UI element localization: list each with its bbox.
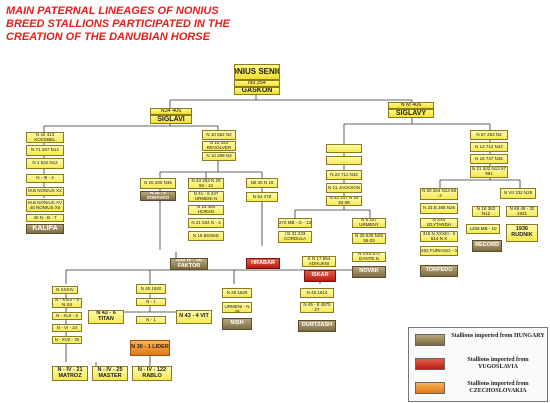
node-r13: 1259 MB - 10: [466, 224, 500, 234]
node-l1: N 42 413 KOCEBEL: [26, 132, 64, 143]
node-master: N - IV - 25 MASTER: [92, 366, 128, 381]
node-durtzash: DURTZASH: [298, 320, 336, 332]
node-r12: N 65 48 - 32 1921: [506, 206, 538, 217]
node-hrabar: HRABAR: [246, 258, 280, 269]
node-m-blank1: [326, 144, 362, 153]
node-m3: N 42 247 N 16 83 08: [326, 196, 362, 206]
node-r9: 402 FURIOSO - 4: [420, 246, 458, 256]
node-m8: N XXII 572 DANTE N: [352, 252, 386, 262]
node-b14: N 45 - 8 4575 27: [300, 302, 334, 313]
node-m9: K N 17 554 ADHUKNI: [302, 256, 336, 267]
node-r11: N 18 363 N12: [472, 206, 500, 217]
node-r4: N 21 532 N13 87 991: [470, 166, 508, 178]
node-b2: N - XXIV - 9 N XII: [52, 298, 82, 308]
center-branch-connector: [159, 160, 263, 178]
node-l4: N - III - 4: [26, 174, 64, 183]
node-n34-406: N34 406: [150, 108, 192, 115]
node-b7: N - 1: [136, 298, 166, 306]
node-m6: N 5 337 URMENY: [352, 218, 386, 228]
node-m5: I N 31 233 CORDULA: [278, 231, 312, 243]
root-connector: [169, 94, 413, 110]
node-kalifa: KALIFA: [26, 224, 64, 234]
node-c8: N 21 534 N - 3: [188, 218, 224, 228]
node-matroz: N - IV - 21 MATROZ: [52, 366, 88, 381]
siglavy-connector: [343, 118, 491, 130]
node-iskar: ISKAR: [304, 270, 336, 282]
node-c2: N 15 183 REVOLVER: [202, 141, 236, 151]
node-r3: N 16 747 N35: [470, 154, 508, 164]
node-b9: N - 1: [136, 316, 166, 324]
node-b1: N XXXIV: [52, 286, 78, 294]
node-c3: N 10 268 N3: [202, 152, 236, 161]
node-b12: N 39 URMENI - N 29: [222, 302, 252, 313]
legend-label-yugoslavia: Stallions imported from YUGOSLAVIA: [467, 357, 529, 370]
node-l3: N 1 532 N12: [26, 158, 64, 169]
diagram-title: MAIN PATERNAL LINEAGES OF NONIUS BREED S…: [6, 5, 266, 44]
node-n354: N9 354: [234, 80, 280, 87]
node-c5: N 43 263 N 29 50 - 12: [188, 178, 224, 189]
node-siglavy-right: SIGLAVY: [388, 109, 434, 118]
node-gaskon: GASKON: [234, 87, 280, 95]
title-line-2: BREED STALLIONS PARTICIPATED IN THE: [6, 18, 230, 30]
node-c10: N8 30 N 16: [246, 178, 278, 188]
node-c11: N 54 479: [246, 192, 278, 202]
node-record: RECORD: [472, 240, 502, 252]
node-l6: M.B NONIUS XV 40 NONIUS XII: [26, 199, 64, 212]
node-l5: M.B NONIUS XX: [26, 187, 64, 196]
legend-swatch-hungary: [415, 334, 445, 346]
title-line-3: CREATION OF THE DANUBIAN HORSE: [6, 31, 210, 43]
node-c9: N 15 BOSKE: [188, 231, 224, 241]
node-titan: N 43 - 6 TITAN: [88, 310, 124, 324]
node-vit: N 43 - 4 VIT: [176, 310, 212, 324]
node-rudnik: 1936 RUDNIK: [506, 224, 538, 242]
node-l7: 40 N - B - 7: [26, 214, 64, 222]
node-lider: N 30 - 1 LIDER: [130, 340, 170, 356]
legend-swatch-yugoslavia: [415, 358, 445, 370]
node-b11: N 28 1929: [222, 288, 252, 298]
node-c4: N 26 280 N36: [140, 178, 176, 189]
node-siglavi-left: SIGLAVI: [150, 115, 192, 124]
node-r10: N VII 332 N29: [500, 188, 536, 199]
node-b5: N - XVII - 30: [52, 336, 82, 344]
node-r6: N 33 B 388 N28: [420, 203, 458, 214]
node-m4: 270 MB - G - 13: [278, 218, 312, 228]
node-c7: N 15 464 HORAN: [188, 205, 224, 215]
legend: Stallions imported from HUNGARY Stallion…: [408, 327, 548, 402]
node-m1: N 24 711 N42: [326, 170, 362, 180]
legend-label-hungary: Stallions imported from HUNGARY: [451, 333, 545, 339]
node-m7: N 25 545 N29 59 03: [352, 233, 386, 244]
node-b3: N - XLII - 8: [52, 312, 82, 320]
node-l2: N 71 287 N12: [26, 145, 64, 156]
node-novak: NOVAK: [352, 266, 386, 278]
node-zoravko: N 29 - 6 ZORAVKO: [140, 191, 176, 201]
node-torpedo: TORPEDO: [420, 265, 458, 277]
legend-swatch-czechoslovakia: [415, 382, 445, 394]
node-m-blank2: [326, 156, 362, 165]
node-n406: N M 406: [388, 102, 434, 109]
node-b13: N 45 1914: [300, 288, 334, 298]
node-r7: N XXII IZLYTARDH: [420, 218, 458, 228]
node-c6: N 41 - 6 247 URMENI N: [188, 191, 224, 202]
node-rablo: N - IV - 122 RABLO: [132, 366, 172, 381]
node-faktor: 530 N - 36 FAKTOR: [170, 258, 208, 270]
legend-label-czechoslovakia: Stallions imported from CZECHOSLOVAKIA: [467, 381, 529, 394]
node-c1: N 10 852 N2: [202, 130, 236, 140]
node-nish: NISH: [222, 318, 252, 330]
title-line-1: MAIN PATERNAL LINEAGES OF NONIUS: [6, 5, 219, 17]
node-r5: N 50 264 N13 58 - 3: [420, 188, 458, 200]
node-b4: N - VI - 24: [52, 324, 82, 332]
node-r2: N 12 712 N42: [470, 142, 508, 152]
node-r8: 315 N XXXIII - 5 514 N X: [420, 231, 458, 242]
node-m2: N 21 JACKSON: [326, 183, 362, 193]
node-b6: N 45 1920: [136, 284, 166, 294]
node-r1: N 57 253 N2: [470, 130, 508, 140]
node-nonius-senior: NONIUS SENIOR: [234, 64, 280, 80]
